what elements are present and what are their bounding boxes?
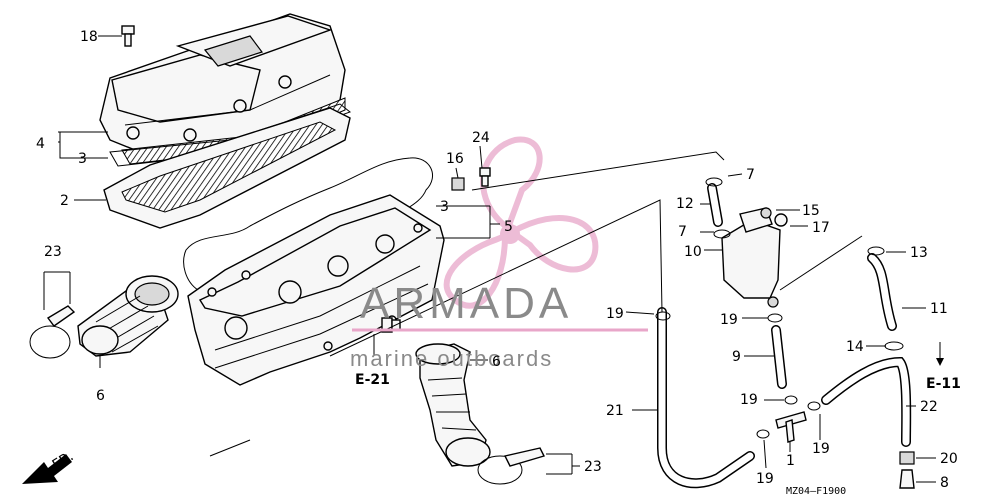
callout-13: 13 bbox=[910, 245, 928, 261]
callout-18: 18 bbox=[80, 29, 98, 45]
reservoir-tank-10 bbox=[721, 207, 781, 308]
callout-14: 14 bbox=[846, 339, 864, 355]
callout-7: 7 bbox=[746, 167, 755, 183]
callout-15: 15 bbox=[802, 203, 820, 219]
callout-9: 9 bbox=[732, 349, 741, 365]
bolt-24 bbox=[479, 167, 491, 187]
callout-24: 24 bbox=[472, 130, 490, 146]
callout-19c: 19 bbox=[740, 392, 758, 408]
front-direction-arrow-icon bbox=[22, 454, 72, 484]
callout-21: 21 bbox=[606, 403, 624, 419]
hose-clips bbox=[655, 177, 904, 439]
callout-7b: 7 bbox=[678, 224, 687, 240]
valve-body-housing bbox=[187, 194, 445, 386]
callout-6b: 6 bbox=[492, 354, 501, 370]
callout-23: 23 bbox=[44, 244, 62, 260]
diagram-code: MZ04–F1900 bbox=[786, 486, 846, 497]
callout-8: 8 bbox=[940, 475, 949, 491]
callout-5: 5 bbox=[504, 219, 513, 235]
propeller-logo-icon bbox=[443, 136, 599, 309]
cover-gasket-2 bbox=[103, 107, 351, 229]
callout-3: 3 bbox=[78, 151, 87, 167]
hose-clamp-center bbox=[477, 447, 546, 485]
callout-16: 16 bbox=[446, 151, 464, 167]
fitting-20-8 bbox=[899, 451, 915, 489]
t-joint-1 bbox=[775, 411, 807, 443]
callout-20: 20 bbox=[940, 451, 958, 467]
watermark-subtitle: marine outboards bbox=[350, 346, 553, 371]
nut-15 bbox=[760, 207, 772, 219]
callout-23b: 23 bbox=[584, 459, 602, 475]
ref-e21: E-21 bbox=[355, 372, 390, 388]
nut-16 bbox=[451, 177, 465, 191]
callout-6: 6 bbox=[96, 388, 105, 404]
callout-17: 17 bbox=[812, 220, 830, 236]
intake-hose-left bbox=[77, 275, 179, 357]
leader-lines bbox=[43, 35, 941, 483]
callout-1: 1 bbox=[786, 453, 795, 469]
callout-2: 2 bbox=[60, 193, 69, 209]
hose-21 bbox=[657, 307, 755, 489]
callout-19b: 19 bbox=[720, 312, 738, 328]
arrow-down-icon bbox=[936, 358, 944, 366]
callout-10: 10 bbox=[684, 244, 702, 260]
callout-4: 4 bbox=[36, 136, 45, 152]
ref-e11: E-11 bbox=[926, 376, 961, 392]
callout-19e: 19 bbox=[756, 471, 774, 487]
callout-3b: 3 bbox=[440, 199, 449, 215]
callout-19d: 19 bbox=[812, 441, 830, 457]
bolt-17 bbox=[774, 213, 788, 227]
callout-12: 12 bbox=[676, 196, 694, 212]
bolt-18 bbox=[121, 25, 135, 47]
intake-hose-center bbox=[415, 343, 491, 467]
hose-clamp-left bbox=[29, 305, 76, 359]
callout-11: 11 bbox=[930, 301, 948, 317]
callout-22: 22 bbox=[920, 399, 938, 415]
watermark-title: ARMADA bbox=[360, 279, 572, 328]
callout-19a: 19 bbox=[606, 306, 624, 322]
